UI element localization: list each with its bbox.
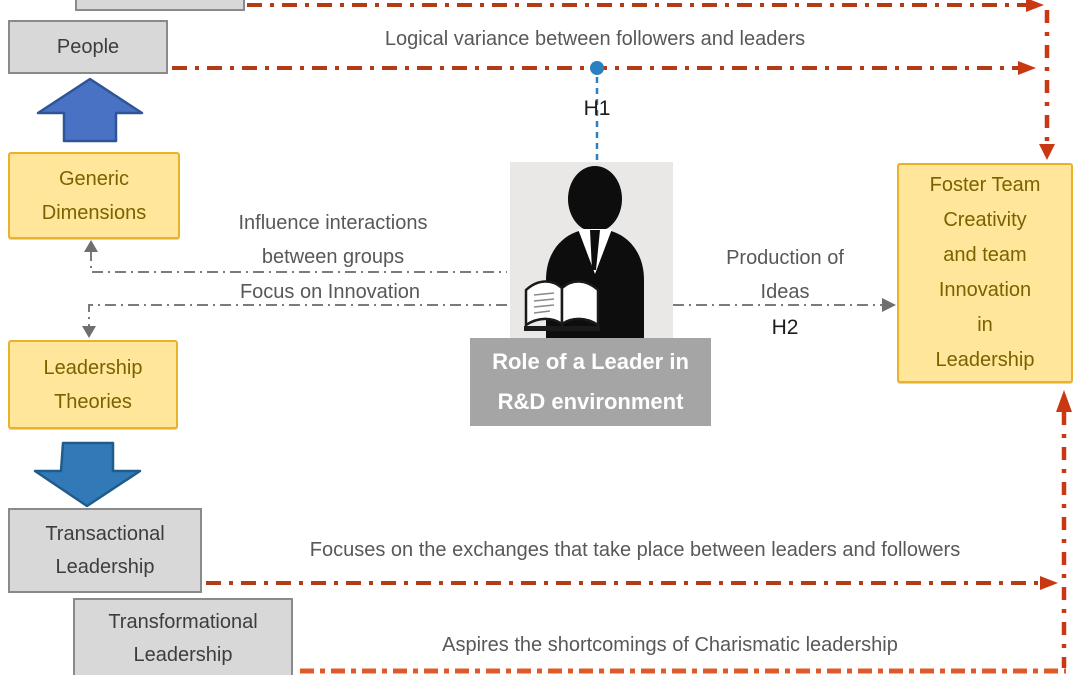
role-of-leader-caption: Role of a Leader in R&D environment xyxy=(470,338,711,426)
transformational-leadership-box: Transformational Leadership xyxy=(73,598,293,675)
foster-team-box: Foster Team Creativity and team Innovati… xyxy=(897,163,1073,383)
arrowhead-down-foster-top xyxy=(1039,144,1055,160)
generic-dimensions-box: Generic Dimensions xyxy=(8,152,180,239)
leadership-theories-label: Leadership Theories xyxy=(43,356,143,413)
focus-innovation-text: Focus on Innovation xyxy=(239,281,421,303)
focuses-exchanges-text: Focuses on the exchanges that take place… xyxy=(309,539,961,561)
transformational-leadership-label: Transformational Leadership xyxy=(108,611,258,666)
arrowhead-right-exchanges xyxy=(1040,576,1058,590)
gray-line-focus-innovation xyxy=(88,304,507,328)
production-of-ideas-text: Production of Ideas xyxy=(726,247,844,303)
arrowhead-up-foster-bottom xyxy=(1056,390,1072,412)
influence-interactions-text: Influence interactions between groups xyxy=(238,212,428,268)
cropped-top-box xyxy=(75,0,245,11)
arrowhead-up-generic-dimensions xyxy=(84,240,98,252)
up-block-arrow-icon xyxy=(36,77,144,143)
arrowhead-down-leadership-theories xyxy=(82,326,96,338)
down-block-arrow-icon xyxy=(33,441,142,508)
aspires-shortcomings-text: Aspires the shortcomings of Charismatic … xyxy=(442,634,898,656)
people-box: People xyxy=(8,20,168,74)
leader-icon xyxy=(524,166,644,340)
h2-label: H2 xyxy=(771,316,799,339)
leader-figure-panel xyxy=(510,162,673,340)
role-of-leader-caption-label: Role of a Leader in R&D environment xyxy=(492,349,689,414)
arrowhead-right-foster xyxy=(882,298,896,312)
generic-dimensions-label: Generic Dimensions xyxy=(41,167,147,224)
people-box-label: People xyxy=(56,36,120,58)
arrowhead-right-top xyxy=(1026,0,1044,12)
blue-connector-dot xyxy=(590,61,604,75)
h1-label: H1 xyxy=(583,97,611,120)
gray-line-influence xyxy=(90,250,507,273)
logical-variance-text: Logical variance between followers and l… xyxy=(384,28,806,50)
leadership-theories-box: Leadership Theories xyxy=(8,340,178,429)
transactional-leadership-box: Transactional Leadership xyxy=(8,508,202,593)
arrowhead-right-logical-variance xyxy=(1018,61,1036,75)
transactional-leadership-label: Transactional Leadership xyxy=(45,522,165,578)
foster-team-label: Foster Team Creativity and team Innovati… xyxy=(929,174,1041,371)
